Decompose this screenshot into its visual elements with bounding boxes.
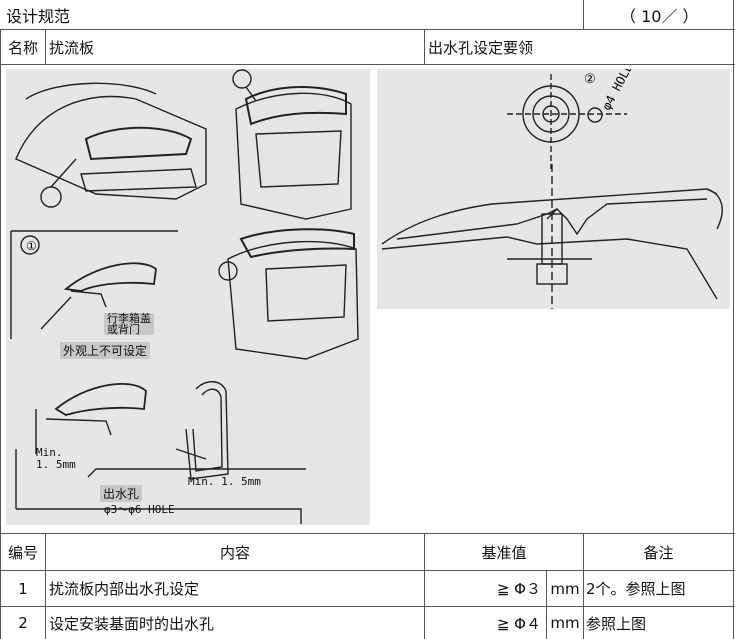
grid-line-figure-bottom (0, 533, 735, 534)
name-label: 名称 (7, 38, 38, 57)
page-marker: （ 10／ ） (620, 6, 699, 26)
grid-line-unit (546, 570, 547, 639)
doc-title: 设计规范 (6, 6, 71, 26)
grid-line-left-edge (0, 29, 1, 639)
mounting-hole-figure: ② φ4 HOLE (377, 69, 730, 309)
row-number: 1 (18, 579, 28, 598)
table-header-note: 备注 (643, 543, 674, 562)
label-min-left: Min. 1. 5mm (36, 446, 76, 471)
row-number: 2 (18, 614, 28, 632)
row-value: ≧ Φ３ (496, 580, 541, 598)
label-trunk-lid: 行李箱盖 或背门 (104, 313, 154, 335)
callout-circle-2: ② (584, 72, 596, 87)
callout-number: ① (26, 239, 37, 253)
label-not-settable: 外观上不可设定 (60, 342, 151, 359)
table-header-value: 基准值 (481, 543, 527, 562)
label-hole-range: φ3～φ6 HOLE (104, 503, 175, 516)
row-content: 设定安装基面时的出水孔 (49, 614, 215, 633)
grid-line-name-split2 (424, 29, 425, 64)
grid-line-right-edge (733, 0, 734, 639)
label-drain-hole: 出水孔 (100, 485, 143, 502)
grid-line-col3 (583, 533, 584, 639)
subject-title: 出水孔设定要领 (428, 38, 534, 57)
spoiler-drawing: ① (10, 69, 359, 524)
name-value: 扰流板 (49, 38, 95, 57)
row-value: ≧ Φ４ (496, 614, 541, 633)
mounting-section-drawing: ② φ4 HOLE (381, 69, 723, 309)
row-content: 扰流板内部出水孔设定 (49, 580, 200, 598)
label-min-right: Min. 1. 5mm (188, 475, 261, 488)
grid-line-table-header (0, 570, 735, 571)
table-header-content: 内容 (219, 543, 250, 562)
grid-line-name (0, 64, 735, 65)
spoiler-drain-figure: ① 行李箱盖 或背门 外观上不可设定 Min. 1. 5mm Min. 1. 5… (6, 69, 370, 525)
grid-line-col2 (424, 533, 425, 639)
row-note: 2个。参照上图 (586, 580, 686, 598)
row-unit: mm (550, 579, 580, 598)
grid-line-header-split (583, 0, 584, 29)
row-note: 参照上图 (586, 614, 647, 633)
row-unit: mm (550, 614, 580, 632)
grid-line-row1 (0, 606, 735, 607)
grid-line-col1 (45, 533, 46, 639)
grid-line-top (0, 29, 735, 30)
grid-line-name-split1 (45, 29, 46, 64)
hole-dimension-label: φ4 HOLE (599, 69, 635, 112)
table-header-no: 编号 (7, 543, 38, 562)
